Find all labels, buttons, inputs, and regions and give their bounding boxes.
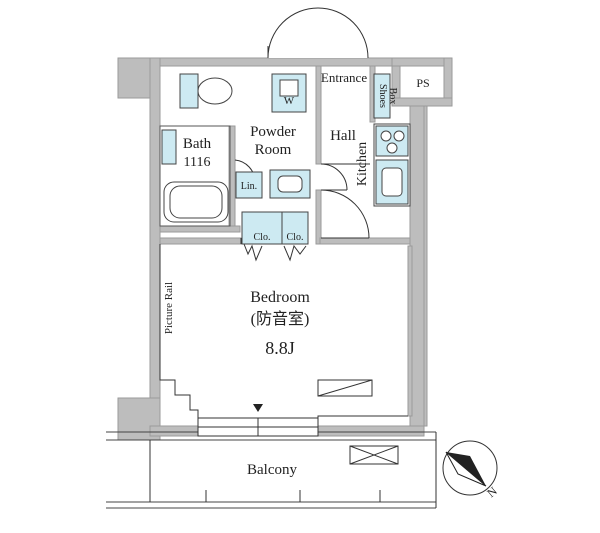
toilet-tank (179, 73, 199, 109)
bedroom-note-label: (防音室) (251, 310, 310, 328)
bath-label: Bath (183, 136, 212, 152)
bath-size-label: 1116 (184, 155, 211, 170)
fixtures (161, 73, 411, 245)
powder-room-label-line2: Room (255, 142, 292, 158)
washer-label: W (284, 95, 295, 107)
powder-room-label-line1: Powder (250, 124, 296, 140)
closet-right (281, 211, 309, 245)
bedroom-label: Bedroom (250, 289, 310, 306)
bedroom-size-label: 8.8J (265, 338, 295, 358)
window-marker-icon (253, 404, 263, 412)
ps-label: PS (416, 76, 429, 90)
toilet-bowl (197, 77, 233, 105)
balcony-label: Balcony (247, 462, 297, 478)
closet-right-label: Clo. (287, 232, 304, 243)
kitchen-label: Kitchen (355, 142, 370, 186)
shoes-box-label-line1: Shoes (377, 84, 388, 108)
thin-lines (106, 125, 437, 509)
picture-rail-label: Picture Rail (163, 282, 175, 334)
hall-label: Hall (330, 128, 356, 144)
shoes-box (373, 73, 391, 119)
bathtub (163, 181, 229, 223)
linen-cabinet (235, 171, 263, 199)
compass: N (442, 440, 500, 500)
linen-label: Lin. (241, 181, 257, 192)
closet-left (241, 211, 283, 245)
entrance-label: Entrance (321, 70, 367, 85)
walls (117, 57, 453, 441)
closet-left-label: Clo. (254, 232, 271, 243)
shoes-box-label-line2: Box (387, 88, 398, 105)
